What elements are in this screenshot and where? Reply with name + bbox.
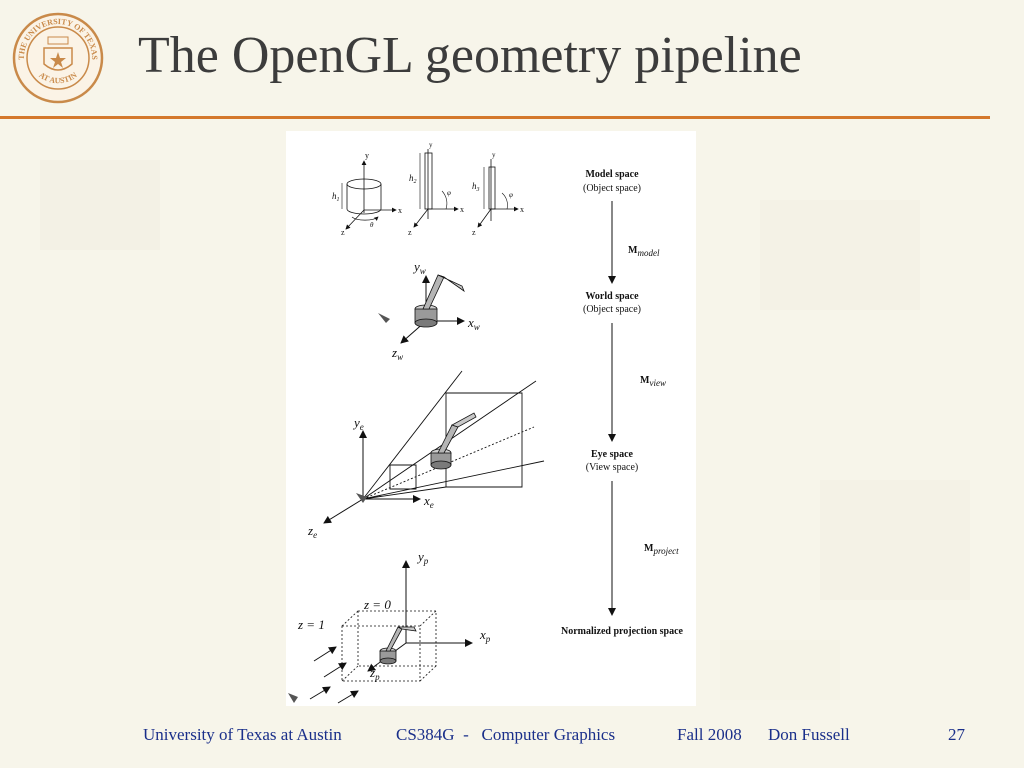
eye-z-axis-label: ze xyxy=(307,523,317,540)
proj-z1-label: z = 1 xyxy=(297,617,325,632)
svg-text:AT AUSTIN: AT AUSTIN xyxy=(37,70,79,85)
stage-eye-space-alt: (View space) xyxy=(586,462,638,473)
model-theta-label: θ xyxy=(370,221,374,229)
proj-camera-icon xyxy=(288,693,298,703)
transform-view: Mview xyxy=(640,375,666,388)
world-x-axis-label: xw xyxy=(467,315,480,332)
world-y-axis-label: yw xyxy=(412,259,426,276)
stage-model-space-alt: (Object space) xyxy=(583,183,641,194)
eye-x-axis-label: xe xyxy=(423,493,434,510)
eye-y-axis-label: ye xyxy=(352,415,364,432)
eye-space-panel: ye xe ze xyxy=(307,370,545,540)
projection-ray-arrows xyxy=(309,646,359,704)
pipeline-stage-column: Model space (Object space) Mmodel World … xyxy=(561,169,684,637)
footer-page-number: 27 xyxy=(948,725,965,744)
stage-normalized-projection-space: Normalized projection space xyxy=(561,626,684,637)
model-arm-y-label: y xyxy=(429,141,433,149)
model-upper-x-label: x xyxy=(520,205,524,214)
stage-world-space-alt: (Object space) xyxy=(583,304,641,315)
model-arm-x-label: x xyxy=(460,205,464,214)
model-space-panel: y x z θ h1 y x z φ h2 xyxy=(332,141,524,237)
footer-course: CS384G - Computer Graphics xyxy=(396,725,616,744)
lower-arm-model: y x z φ h2 xyxy=(408,141,464,237)
eye-camera-icon xyxy=(356,493,367,503)
robot-arm-world xyxy=(414,274,465,328)
model-h3-label: h3 xyxy=(472,181,480,193)
base-cylinder-model: y x z θ h1 xyxy=(332,151,402,237)
stage-world-space: World space xyxy=(585,291,639,302)
proj-x-axis-label: xp xyxy=(479,627,491,644)
university-seal-logo: THE UNIVERSITY OF TEXAS AT AUSTIN xyxy=(12,12,104,104)
proj-z-axis-label: zp xyxy=(369,665,380,682)
model-h1-label: h1 xyxy=(332,191,340,203)
upper-arm-model: y x z φ h3 xyxy=(472,151,524,237)
robot-arm-projection xyxy=(379,626,417,665)
proj-y-axis-label: yp xyxy=(416,549,429,566)
slide-title: The OpenGL geometry pipeline xyxy=(138,27,802,84)
stage-eye-space: Eye space xyxy=(591,449,634,460)
model-upper-y-label: y xyxy=(492,151,496,159)
seal-bottom-text: AT AUSTIN xyxy=(37,70,79,85)
footer-term: Fall 2008 xyxy=(677,725,742,744)
footer-institution: University of Texas at Austin xyxy=(143,725,342,744)
pipeline-diagram: y x z θ h1 y x z φ h2 xyxy=(288,141,684,704)
stage-model-space: Model space xyxy=(585,169,639,180)
model-cyl-x-label: x xyxy=(398,206,402,215)
transform-project: Mproject xyxy=(644,543,679,556)
pipeline-figure: y x z θ h1 y x z φ h2 xyxy=(286,131,696,706)
transform-model: Mmodel xyxy=(628,245,660,258)
model-phi-label: φ xyxy=(447,189,451,197)
model-arm-z-label: z xyxy=(408,228,412,237)
model-h2-label: h2 xyxy=(409,173,417,185)
footer-author: Don Fussell xyxy=(768,725,850,744)
proj-z0-label: z = 0 xyxy=(363,597,391,612)
world-eye-icon xyxy=(378,313,390,323)
model-cyl-y-label: y xyxy=(365,151,369,160)
model-upper-z-label: z xyxy=(472,228,476,237)
model-upper-phi-label: φ xyxy=(509,191,513,199)
model-cyl-z-label: z xyxy=(341,228,345,237)
robot-arm-eye xyxy=(430,412,477,470)
projection-space-panel: yp xp zp z = 0 z = 1 xyxy=(288,549,491,704)
title-divider xyxy=(0,116,990,119)
world-z-axis-label: zw xyxy=(391,345,403,362)
world-space-panel: yw xw zw xyxy=(378,259,480,362)
